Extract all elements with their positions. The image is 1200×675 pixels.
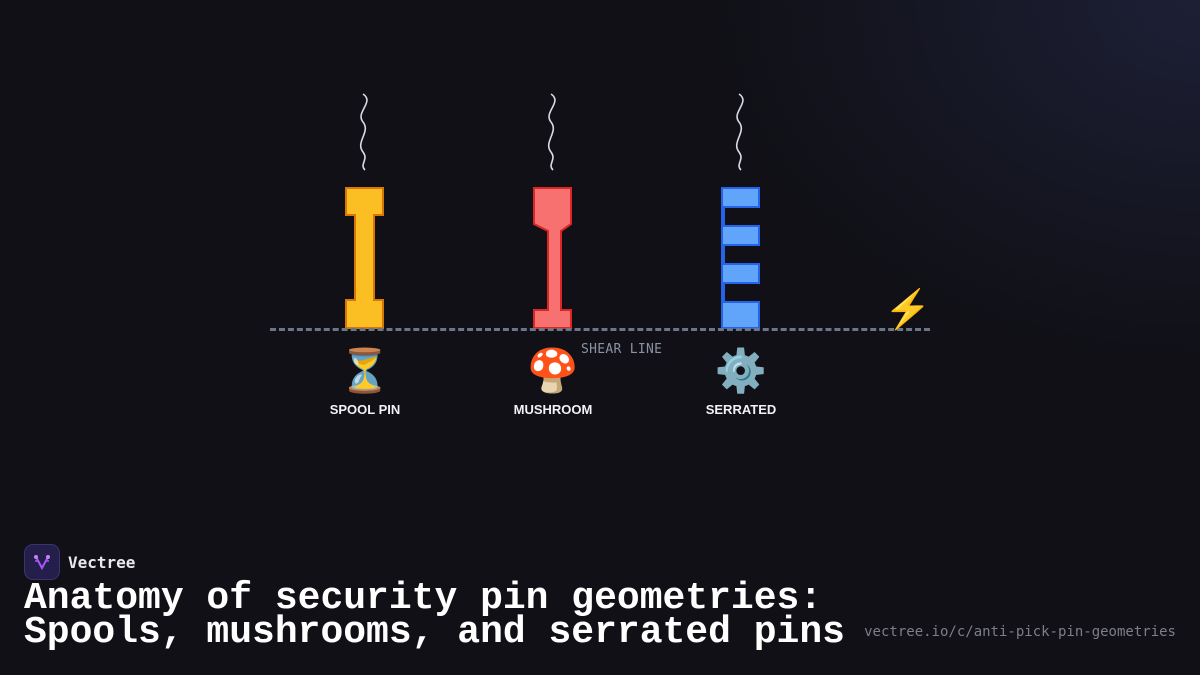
pin-label: MUSHROOM <box>513 402 593 417</box>
pin-diagram: ⏳ SPOOL PIN 🍄 MUSHROOM ⚙️ SERRATED SHEAR… <box>270 93 932 417</box>
spring-icon <box>359 93 368 171</box>
gear-icon: ⚙️ <box>714 347 768 394</box>
shear-line-label: SHEAR LINE <box>581 342 663 357</box>
title-line-1: Anatomy of security pin geometries: <box>24 577 823 620</box>
pin-label: SPOOL PIN <box>329 402 401 417</box>
hourglass-icon: ⏳ <box>338 347 392 394</box>
title-line-2: Spools, mushrooms, and serrated pins <box>24 611 845 654</box>
mushroom-icon: 🍄 <box>526 347 580 394</box>
brand-name: Vectree <box>68 552 136 572</box>
serrated-pin-shape <box>721 187 760 329</box>
shear-line <box>270 328 930 331</box>
spring-icon <box>735 93 744 171</box>
brand: Vectree <box>24 544 135 580</box>
mushroom-pin-shape <box>533 187 572 329</box>
page-title: Anatomy of security pin geometries: Spoo… <box>24 580 845 652</box>
spool-pin-shape <box>345 187 384 329</box>
source-url: vectree.io/c/anti-pick-pin-geometries <box>864 624 1176 640</box>
lightning-bolt-icon: ⚡ <box>884 289 932 331</box>
spring-icon <box>547 93 556 171</box>
pin-label: SERRATED <box>705 402 777 417</box>
vectree-logo-icon <box>24 544 60 580</box>
